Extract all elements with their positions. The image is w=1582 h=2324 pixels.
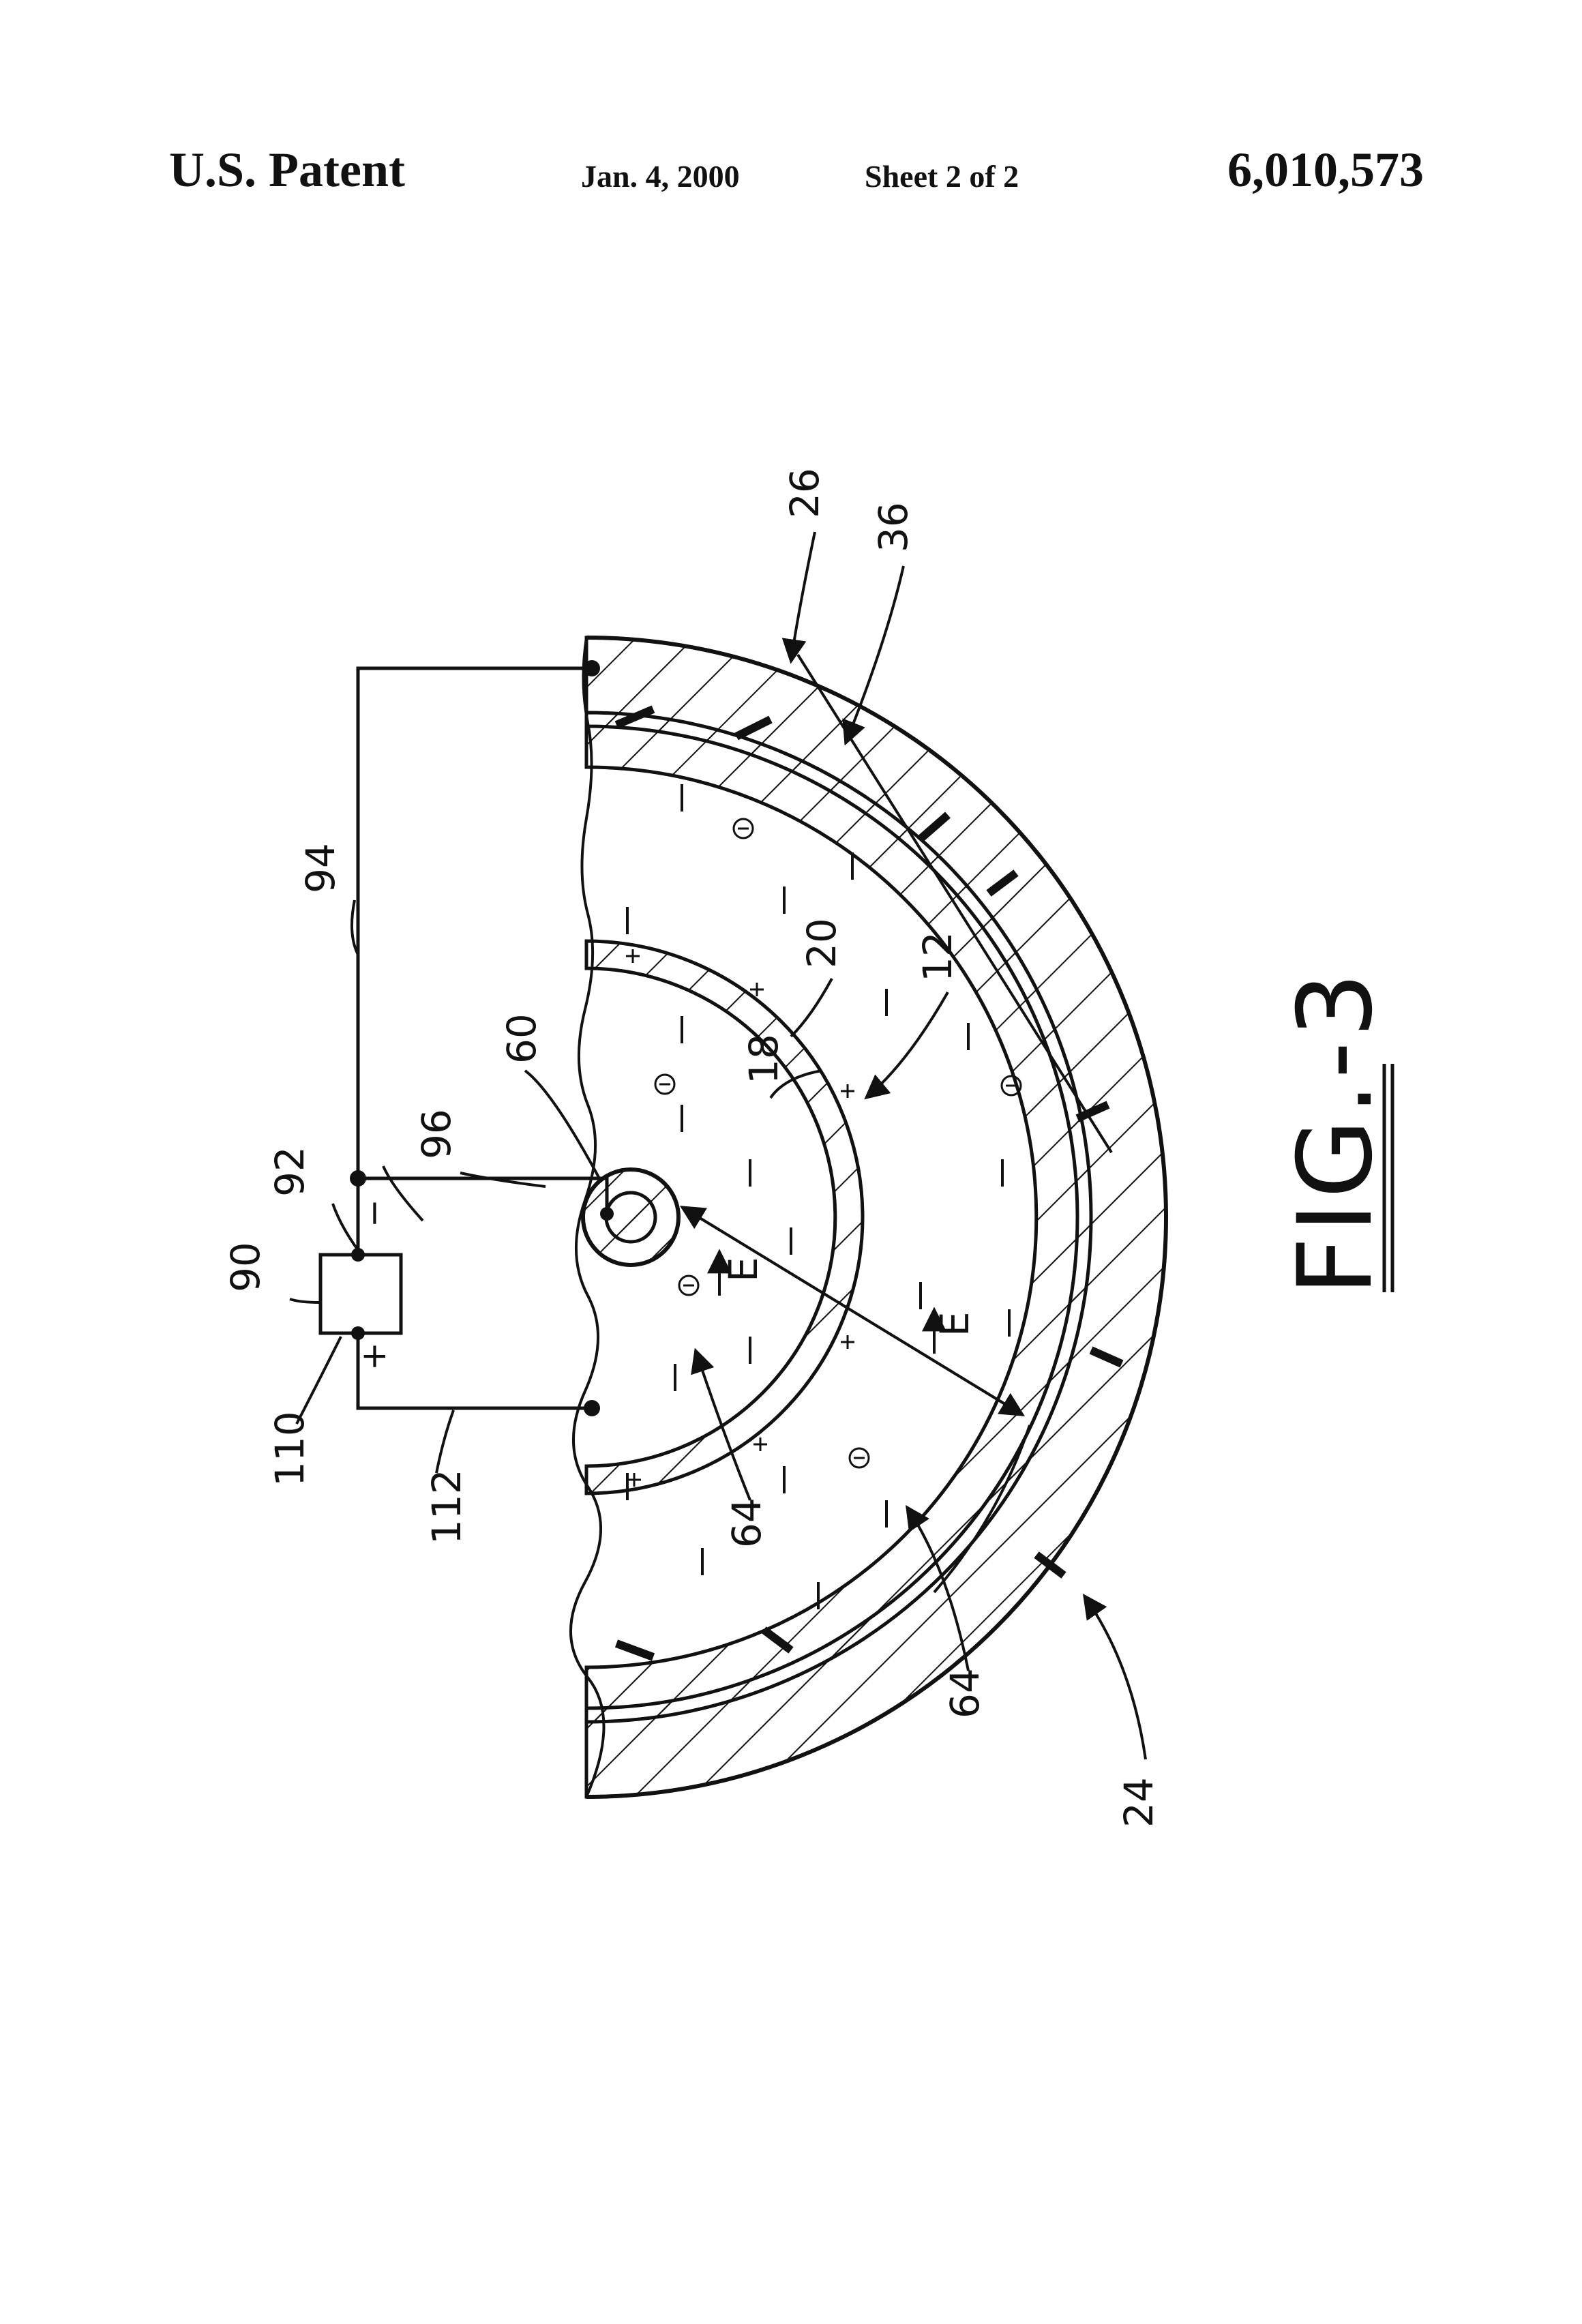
ref-112: 112 (423, 1469, 470, 1545)
electric-circuit (320, 668, 607, 1408)
ref-96: 96 (413, 1109, 460, 1159)
field-label-inner: E (720, 1257, 766, 1282)
ref-18: 18 (741, 1034, 787, 1084)
polarity-minus: − (354, 1199, 393, 1227)
conductor-core (606, 1193, 655, 1242)
wire-96 (358, 1178, 607, 1214)
ref-20: 20 (799, 918, 845, 968)
figure-title: FIG.-3 (1277, 968, 1395, 1296)
ref-94: 94 (297, 843, 344, 893)
field-label-outer: E (931, 1311, 978, 1337)
ref-90: 90 (222, 1242, 269, 1292)
ref-60: 60 (498, 1013, 545, 1064)
power-supply-90 (320, 1255, 401, 1333)
ref-64-outer: 64 (942, 1668, 988, 1718)
ref-36: 36 (870, 502, 916, 552)
polarity-plus: + (354, 1342, 393, 1371)
ref-26: 26 (781, 468, 828, 518)
ref-110: 110 (267, 1411, 313, 1487)
circuit-nodes (350, 660, 614, 1416)
wire-94 (358, 668, 592, 1255)
ref-64-inner: 64 (723, 1498, 770, 1548)
ref-92: 92 (267, 1146, 313, 1197)
ref-24: 24 (1116, 1777, 1162, 1828)
ref-12: 12 (914, 932, 961, 982)
